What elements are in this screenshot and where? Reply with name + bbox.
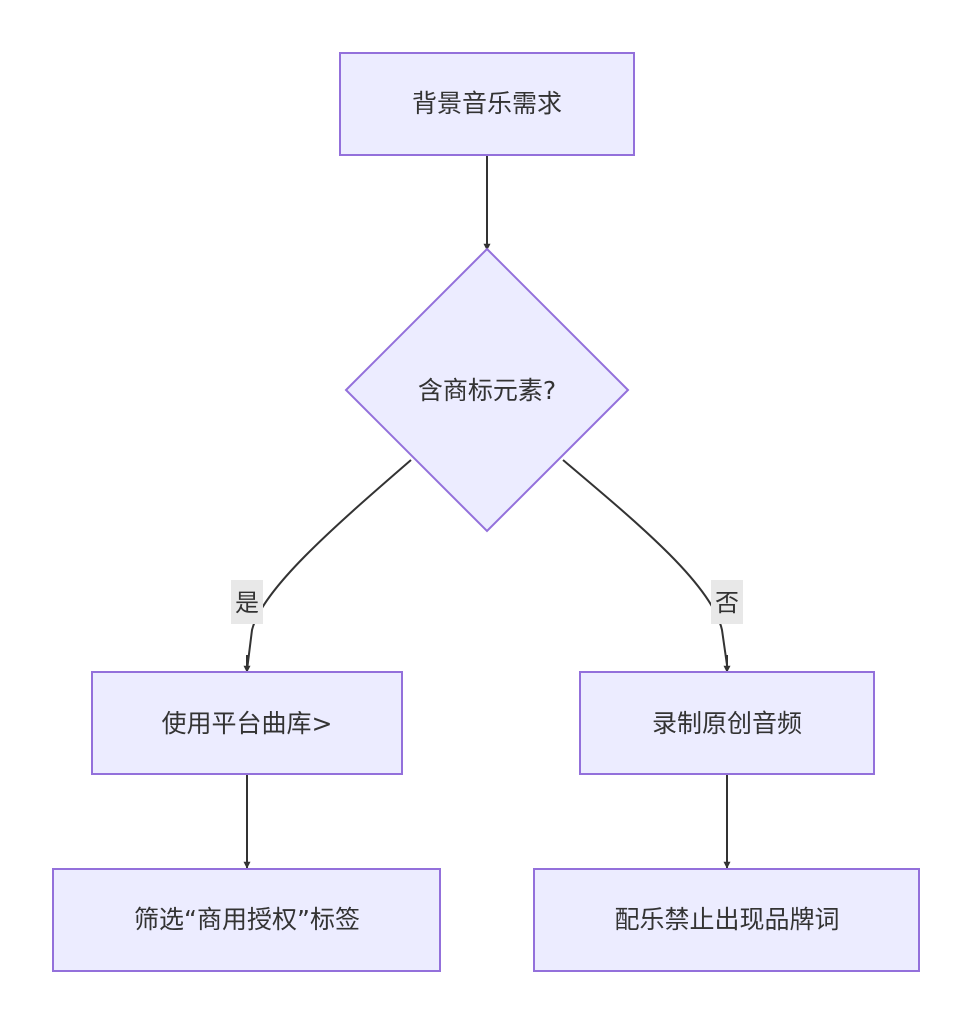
node-yes-step2: 筛选“商用授权”标签 bbox=[52, 868, 441, 972]
node-no-step2-label: 配乐禁止出现品牌词 bbox=[614, 905, 839, 934]
edge-decision-to-no bbox=[562, 459, 728, 666]
node-yes-step1: 使用平台曲库> bbox=[91, 671, 403, 775]
node-no-step1: 录制原创音频 bbox=[579, 671, 875, 775]
edge-label-yes: 是 bbox=[231, 580, 263, 624]
node-decision-label: 含商标元素? bbox=[418, 376, 556, 405]
node-decision: 含商标元素? bbox=[344, 247, 630, 533]
edge-label-no-text: 否 bbox=[715, 589, 739, 617]
node-no-step1-label: 录制原创音频 bbox=[652, 709, 802, 738]
node-yes-step1-label: 使用平台曲库> bbox=[162, 709, 333, 738]
edge-label-no: 否 bbox=[711, 580, 743, 624]
node-yes-step2-label: 筛选“商用授权”标签 bbox=[134, 905, 360, 934]
node-start: 背景音乐需求 bbox=[339, 52, 635, 156]
node-start-label: 背景音乐需求 bbox=[412, 89, 562, 118]
edge-decision-to-yes bbox=[246, 459, 412, 671]
edge-label-yes-text: 是 bbox=[235, 589, 259, 617]
node-no-step2: 配乐禁止出现品牌词 bbox=[533, 868, 920, 972]
